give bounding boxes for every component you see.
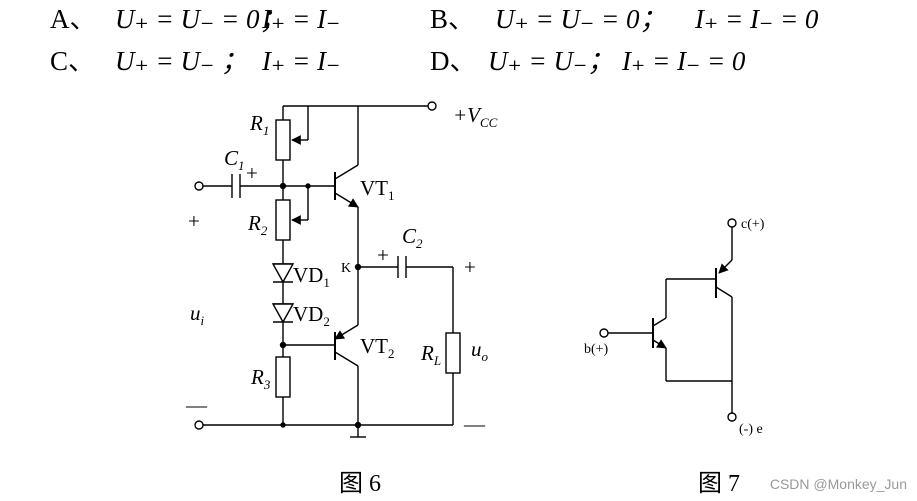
option-a-current: I₊ = I₋ (262, 4, 341, 34)
rl-resistor (445, 332, 461, 374)
input-plus: + (188, 209, 200, 233)
watermark: CSDN @Monkey_Jun (769, 476, 907, 492)
c2-label: C2 (402, 224, 423, 251)
option-d-voltage: U₊ = U₋； (488, 46, 615, 76)
vd2-label: VD2 (293, 302, 330, 329)
ui-label: ui (190, 301, 205, 328)
input-minus: — (185, 393, 208, 417)
option-row-cd: C、 U₊ = U₋ ； I₊ = I₋ D、 U₊ = U₋； I₊ = I₋… (0, 46, 917, 86)
input-terminal-bottom (194, 420, 204, 430)
c2-plus: + (377, 243, 389, 267)
collector-terminal (727, 218, 737, 228)
option-b-current: I₊ = I₋ = 0 (695, 4, 819, 34)
option-b-label: B、 (430, 4, 476, 34)
emitter-label: (-) e (739, 422, 763, 437)
vcc-label: +VCC (453, 103, 498, 130)
vcc-terminal (427, 101, 437, 111)
option-c-voltage: U₊ = U₋ ； (115, 46, 248, 76)
uo-label: uo (471, 337, 489, 364)
c1-label: C1 (224, 146, 245, 173)
figure-6-caption: 图 6 (339, 471, 381, 497)
option-d-label: D、 (430, 46, 477, 76)
option-d-current: I₊ = I₋ = 0 (622, 46, 746, 76)
input-terminal-top (194, 181, 204, 191)
r3-resistor (275, 356, 291, 398)
r1-resistor (275, 119, 291, 161)
option-c-current: I₊ = I₋ (262, 46, 341, 76)
output-minus: — (463, 412, 486, 436)
node-k-label: K (341, 261, 351, 276)
vt1-label: VT1 (360, 176, 395, 203)
option-row-ab: A、 U₊ = U₋ = 0； I₊ = I₋ B、 U₊ = U₋ = 0； … (0, 4, 917, 44)
figure-7-caption: 图 7 (698, 471, 740, 497)
option-a-voltage: U₊ = U₋ = 0； (115, 4, 287, 34)
emitter-terminal (727, 412, 737, 422)
r1-label: R1 (249, 111, 269, 138)
vt2-label: VT2 (360, 334, 395, 361)
c1-plus: + (246, 161, 258, 185)
option-a-label: A、 (50, 4, 97, 34)
r2-resistor (275, 199, 291, 241)
collector-label: c(+) (741, 217, 765, 232)
base-label: b(+) (584, 342, 609, 357)
r3-label: R3 (250, 365, 271, 392)
r2-label: R2 (247, 211, 268, 238)
base-terminal (599, 328, 609, 338)
vd1-label: VD1 (293, 263, 330, 290)
rl-label: RL (420, 341, 441, 368)
output-plus: + (464, 255, 476, 279)
option-b-voltage: U₊ = U₋ = 0； (495, 4, 667, 34)
option-c-label: C、 (50, 46, 96, 76)
